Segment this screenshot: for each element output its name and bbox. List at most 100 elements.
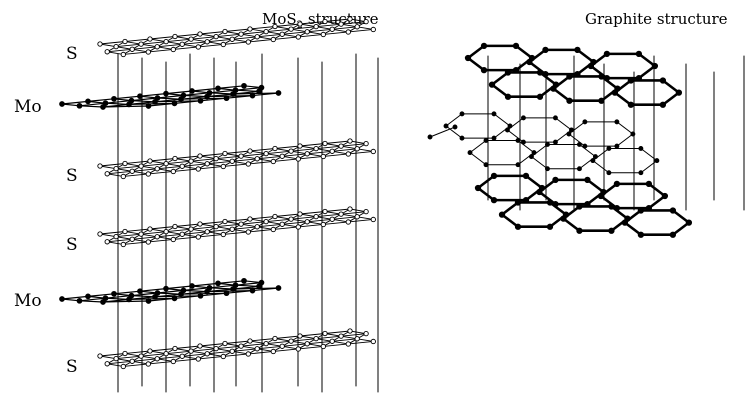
mos2-molybdenum-atom <box>85 98 91 105</box>
mos2-sulfur-atom <box>145 49 151 55</box>
mos2-sulfur-atom <box>263 218 269 225</box>
mos2-s-bond <box>247 351 274 355</box>
mos2-sulfur-atom <box>204 351 210 357</box>
mos2-s-bond <box>331 340 349 345</box>
mos2-s-bond <box>174 158 192 162</box>
mos2-molybdenum-atom <box>100 104 106 110</box>
mos2-sulfur-atom <box>220 41 226 48</box>
mos2-s-bond <box>315 335 342 340</box>
graphite-carbon-atom <box>490 196 498 204</box>
mos2-sulfur-atom <box>345 29 351 35</box>
mos2-sulfur-atom <box>104 361 110 367</box>
mos2-molybdenum-atom <box>206 284 213 291</box>
mos2-s-bond <box>199 31 226 35</box>
mos2-sulfur-atom <box>222 340 228 347</box>
mos2-sulfur-atom <box>138 41 144 47</box>
mos2-s-bond <box>224 218 251 222</box>
mos2-sulfur-atom <box>179 231 185 237</box>
mos2-s-bond <box>249 216 276 220</box>
mos2-sulfur-atom <box>238 221 244 227</box>
mos2-sulfur-atom <box>163 160 169 167</box>
mos2-sulfur-atom <box>145 171 151 177</box>
mos2-sulfur-atom <box>122 228 128 235</box>
mos2-s-bond <box>306 31 324 35</box>
mos2-s-bond <box>331 150 349 155</box>
mos2-s-bond <box>206 163 224 167</box>
mos2-s-bond <box>256 155 283 160</box>
mos2-s-bond <box>340 333 367 337</box>
graphite-carbon-atom <box>582 119 588 125</box>
mos2-s-bond <box>106 48 133 53</box>
mos2-molybdenum-atom <box>137 93 143 100</box>
graphite-carbon-atom <box>574 46 581 54</box>
mos2-s-bond <box>199 33 217 38</box>
mos2-s-bond <box>240 31 267 35</box>
mos2-sulfur-atom <box>120 173 126 180</box>
mos2-s-bond <box>199 221 226 225</box>
mos2-molybdenum-atom <box>230 286 236 292</box>
mos2-sulfur-atom <box>120 363 126 370</box>
mos2-sulfur-atom <box>138 163 144 169</box>
graphite-carbon-atom <box>536 93 544 100</box>
mos2-s-bond <box>281 221 308 225</box>
mos2-s-bond <box>281 33 299 38</box>
mos2-sulfur-atom <box>245 39 251 45</box>
mos2-s-bond <box>299 333 326 337</box>
mos2-mo-bond <box>191 87 219 92</box>
mos2-s-bond <box>181 41 208 45</box>
mos2-sulfur-atom <box>113 233 119 240</box>
mos2-s-bond <box>181 165 199 170</box>
mos2-sulfur-atom <box>195 166 201 172</box>
mos2-s-bond <box>122 51 149 55</box>
graphite-bond <box>613 79 633 94</box>
mos2-sulfur-atom <box>288 216 294 222</box>
mos2-sulfur-atom <box>172 345 178 352</box>
mos2-sulfur-atom <box>297 21 303 27</box>
mos2-mo-bond <box>191 282 219 287</box>
mos2-sulfur-layer-3 <box>97 138 376 180</box>
mos2-sulfur-atom <box>270 226 276 233</box>
mos2-mo-bond <box>182 92 211 97</box>
mos2-mo-bond <box>217 85 245 90</box>
mos2-sulfur-atom <box>322 208 328 215</box>
graphite-bond <box>500 201 520 216</box>
mos2-sulfur-atom <box>120 241 126 248</box>
graphite-carbon-atom <box>512 42 520 50</box>
graphite-carbon-atom <box>544 166 550 172</box>
mos2-s-bond <box>124 231 142 235</box>
mos2-s-bond <box>174 345 201 349</box>
mos2-s-bond <box>115 43 142 48</box>
mos2-s-bond <box>306 340 333 345</box>
mos2-s-bond <box>174 36 192 40</box>
mos2-sulfur-layer-6 <box>97 328 376 370</box>
mos2-s-bond <box>99 165 117 170</box>
mos2-sulfur-atom <box>338 211 344 217</box>
mos2-molybdenum-atom <box>215 280 221 287</box>
graphite-carbon-atom <box>483 162 489 168</box>
mos2-s-bond <box>281 31 308 35</box>
graphite-carbon-atom <box>608 227 615 234</box>
mos2-molybdenum-atom <box>180 92 187 99</box>
mos2-s-bond <box>174 33 201 37</box>
mos2-s-bond <box>99 41 126 45</box>
mos2-s-bond <box>215 348 233 352</box>
mos2-s-bond <box>256 158 274 162</box>
mos2-s-bond <box>340 213 358 218</box>
mos2-molybdenum-atom <box>189 88 195 94</box>
mos2-s-bond <box>190 228 208 233</box>
mos2-mo-bond <box>113 95 141 100</box>
mos2-s-bond <box>115 46 133 50</box>
mos2-s-bond <box>190 226 217 230</box>
mos2-s-bond <box>197 356 224 360</box>
mos2-s-bond <box>290 340 308 345</box>
mos2-sulfur-atom <box>129 46 135 52</box>
mos2-s-bond <box>181 233 199 238</box>
mos2-sulfur-atom <box>263 340 269 347</box>
mos2-s-bond <box>99 353 126 357</box>
mos2-sulfur-atom <box>304 219 310 225</box>
graphite-carbon-atom <box>621 219 629 226</box>
mos2-s-bond <box>340 143 367 147</box>
mos2-s-bond <box>299 145 317 150</box>
mos2-sulfur-atom <box>163 228 169 235</box>
